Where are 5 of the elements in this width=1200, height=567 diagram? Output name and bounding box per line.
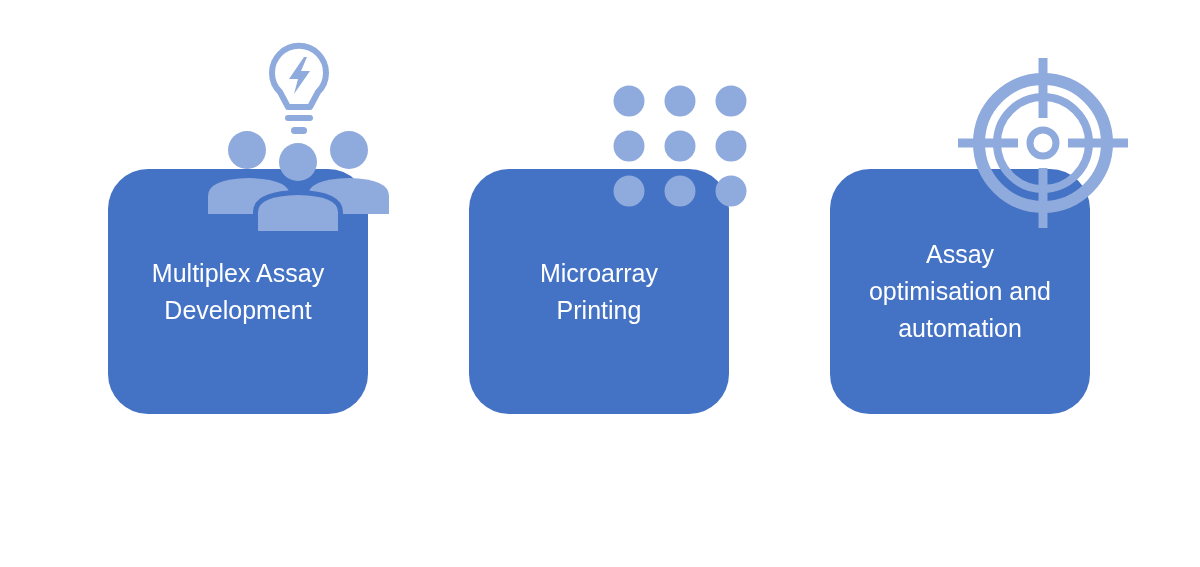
process-box <box>469 169 729 414</box>
step-label: Multiplex Assay Development <box>150 257 326 326</box>
step-label: Assay optimisation and automation <box>867 239 1053 344</box>
process-box <box>830 169 1090 414</box>
step-label: Microarray Printing <box>538 257 660 326</box>
